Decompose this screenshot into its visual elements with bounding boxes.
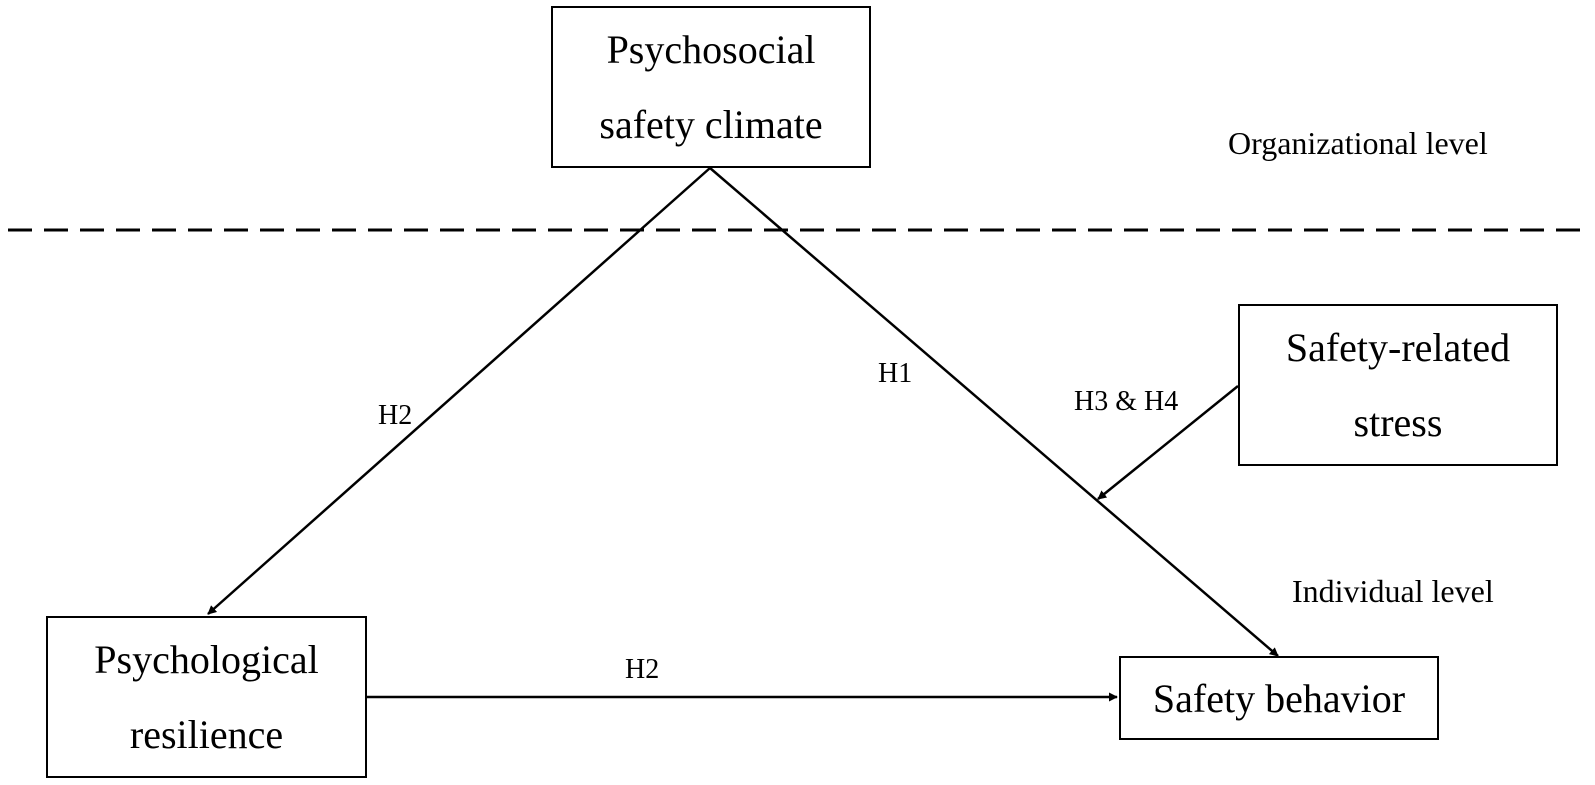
path-label-h1: H1 bbox=[878, 358, 913, 389]
arrow-stress-moderation bbox=[1097, 385, 1239, 500]
arrow-climate-to-behavior bbox=[709, 167, 1279, 657]
node-label: Psychological bbox=[94, 637, 319, 682]
path-label-h2-climate-resilience: H2 bbox=[378, 400, 413, 431]
node-label: resilience bbox=[129, 712, 284, 757]
node-label: Safety behavior bbox=[1152, 675, 1406, 721]
organizational-level-label: Organizational level bbox=[1228, 125, 1488, 161]
node-label: stress bbox=[1353, 400, 1443, 445]
node-label: Safety-related bbox=[1285, 325, 1511, 370]
node-safety-related-stress: Safety-related stress bbox=[1238, 304, 1558, 466]
node-label: safety climate bbox=[599, 102, 823, 147]
node-psychosocial-safety-climate: Psychosocial safety climate bbox=[551, 6, 871, 168]
arrow-climate-to-resilience bbox=[207, 167, 711, 615]
path-label-h3-h4: H3 & H4 bbox=[1074, 386, 1179, 417]
individual-level-label: Individual level bbox=[1292, 573, 1494, 609]
path-label-h2-resilience-behavior: H2 bbox=[625, 654, 660, 685]
node-psychological-resilience: Psychological resilience bbox=[46, 616, 367, 778]
node-label: Psychosocial bbox=[606, 27, 816, 72]
node-safety-behavior: Safety behavior bbox=[1119, 656, 1439, 740]
